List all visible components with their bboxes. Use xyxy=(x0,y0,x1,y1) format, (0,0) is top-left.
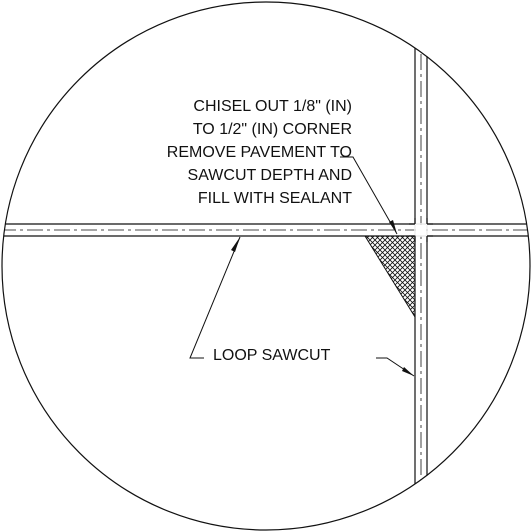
loop-sawcut-leader-right xyxy=(376,357,415,377)
loop-sawcut-label: LOOP SAWCUT xyxy=(213,347,331,364)
chisel-note-line-3: REMOVE PAVEMENT TO xyxy=(166,144,352,161)
chisel-note-line-4: SAWCUT DEPTH AND xyxy=(187,167,352,184)
chisel-note-line-1: CHISEL OUT 1/8" (IN) xyxy=(193,98,352,115)
chisel-note-line-2: TO 1/2" (IN) CORNER xyxy=(192,121,352,138)
chisel-note: CHISEL OUT 1/8" (IN) TO 1/2" (IN) CORNER… xyxy=(167,95,352,210)
vertical-sawcut xyxy=(414,2,428,530)
horizontal-sawcut xyxy=(2,223,530,237)
chiseled-corner-hatch xyxy=(364,235,416,319)
loop-sawcut-leader-left xyxy=(189,236,241,359)
chisel-note-line-5: FILL WITH SEALANT xyxy=(197,190,352,207)
chisel-note-leader xyxy=(340,156,398,235)
